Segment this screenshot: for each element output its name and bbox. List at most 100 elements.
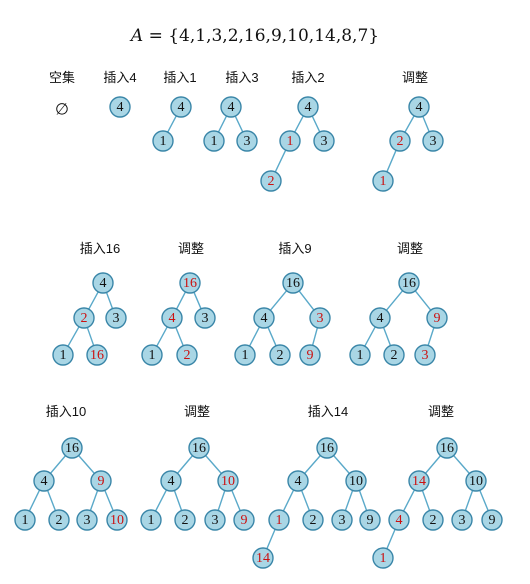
heap-node: 1 [140, 509, 162, 531]
node-circle [349, 344, 371, 366]
heap-node: 1 [203, 130, 225, 152]
node-circle [316, 437, 338, 459]
node-circle [73, 307, 95, 329]
heap-node: 4 [287, 470, 309, 492]
tree-edge [217, 115, 228, 133]
heap-node: 10 [217, 470, 239, 492]
node-value: 4 [178, 100, 185, 115]
node-circle [252, 547, 274, 569]
title-variable: A [129, 26, 143, 46]
node-circle [253, 307, 275, 329]
node-value: 3 [317, 311, 324, 326]
node-value: 2 [430, 513, 437, 528]
node-circle [359, 509, 381, 531]
step-label: 插入3 [225, 70, 258, 85]
step-label: 调整 [178, 241, 204, 256]
node-value: 10 [469, 474, 483, 489]
tree-edge [427, 327, 435, 346]
node-value: 4 [168, 474, 175, 489]
tree-edge [298, 290, 315, 311]
heap-node: 2 [48, 509, 70, 531]
node-value: 16 [192, 441, 206, 456]
tree-edge [193, 291, 202, 310]
node-value: 3 [430, 134, 437, 149]
node-value: 16 [286, 276, 300, 291]
heap-node: 3 [451, 509, 473, 531]
node-value: 1 [276, 513, 283, 528]
node-value: 4 [416, 100, 423, 115]
tree-edge [231, 489, 241, 512]
heap-node: 10 [106, 509, 128, 531]
heap-node: 4 [170, 96, 192, 118]
heap-node: 3 [105, 307, 127, 329]
node-value: 1 [60, 348, 67, 363]
node-circle [90, 470, 112, 492]
node-value: 16 [65, 441, 79, 456]
tree-edge [78, 455, 95, 474]
node-circle [92, 272, 114, 294]
tree-edge [414, 290, 432, 311]
node-circle [388, 509, 410, 531]
heap-node: 9 [90, 470, 112, 492]
node-value: 1 [148, 513, 155, 528]
tree-edge [175, 327, 184, 346]
heap-node: 16 [61, 437, 83, 459]
node-value: 3 [321, 134, 328, 149]
node-circle [52, 344, 74, 366]
node-circle [269, 344, 291, 366]
heap-node: 9 [481, 509, 503, 531]
node-circle [188, 437, 210, 459]
heap-step: 插入1 41 [152, 70, 197, 152]
tree-edge [333, 455, 350, 474]
heap-node: 3 [422, 130, 444, 152]
node-circle [204, 509, 226, 531]
node-circle [408, 96, 430, 118]
tree-edge [49, 455, 67, 474]
tree-edge [404, 115, 415, 133]
node-value: 1 [380, 174, 387, 189]
heap-node: 1 [152, 130, 174, 152]
node-circle [398, 272, 420, 294]
node-circle [297, 96, 319, 118]
title-set-values: = {4,1,3,2,16,9,10,14,8,7} [143, 26, 379, 46]
node-circle [465, 470, 487, 492]
node-circle [268, 509, 290, 531]
heap-node: 3 [331, 509, 353, 531]
node-circle [309, 307, 331, 329]
node-value: 9 [98, 474, 105, 489]
heap-node: 1 [141, 344, 163, 366]
node-circle [176, 344, 198, 366]
node-value: 2 [182, 513, 189, 528]
node-circle [451, 509, 473, 531]
heap-node: 3 [76, 509, 98, 531]
node-value: 4 [169, 311, 176, 326]
tree-edge [382, 327, 392, 346]
step-label: 调整 [402, 70, 428, 85]
node-circle [282, 272, 304, 294]
heap-node: 10 [465, 470, 487, 492]
heap-node: 14 [252, 547, 274, 569]
tree-edge [105, 292, 114, 309]
heap-node: 4 [388, 509, 410, 531]
step-label: 插入16 [80, 241, 120, 256]
node-value: 9 [367, 513, 374, 528]
step-label: 插入1 [163, 70, 196, 85]
node-value: 9 [241, 513, 248, 528]
heap-node: 2 [269, 344, 291, 366]
tree-edge [282, 489, 295, 512]
node-value: 2 [310, 513, 317, 528]
heap-node: 3 [313, 130, 335, 152]
node-circle [414, 344, 436, 366]
heap-node: 1 [14, 509, 36, 531]
node-value: 2 [184, 348, 191, 363]
heap-node: 16 [316, 437, 338, 459]
heap-node: 9 [299, 344, 321, 366]
